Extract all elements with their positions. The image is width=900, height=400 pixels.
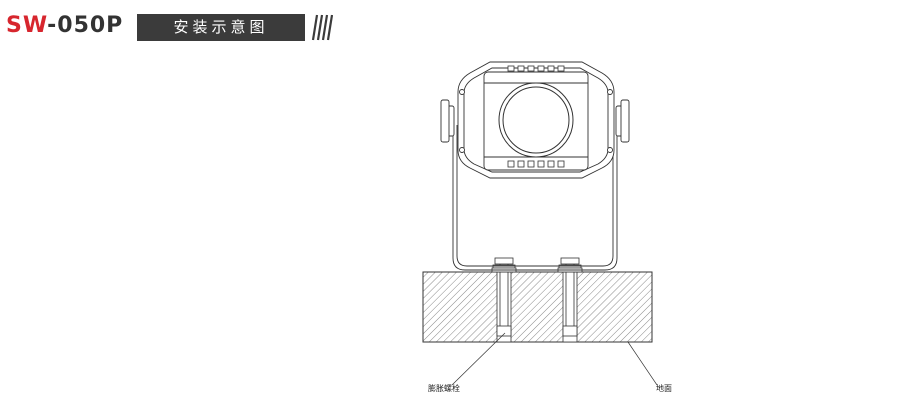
anchor-bolt-label: 膨胀螺栓 [428, 384, 460, 393]
mounting-bracket [452, 125, 618, 271]
lens [498, 82, 574, 158]
header: SW-050P 安装示意图 [6, 10, 346, 42]
model-number: SW-050P [6, 12, 123, 40]
diagram-title: 安装示意图 [137, 14, 305, 41]
model-suffix: -050P [47, 13, 124, 38]
title-stripes-decoration [311, 14, 333, 41]
callout-leaders [451, 332, 658, 386]
vent-slots-bottom [507, 160, 565, 168]
model-prefix: SW [6, 13, 48, 38]
ground-block [422, 271, 653, 343]
bracket-knob-left [440, 99, 455, 143]
bracket-knob-right [615, 99, 630, 143]
ground-label: 地面 [656, 384, 672, 393]
vent-slots-top [507, 65, 565, 72]
